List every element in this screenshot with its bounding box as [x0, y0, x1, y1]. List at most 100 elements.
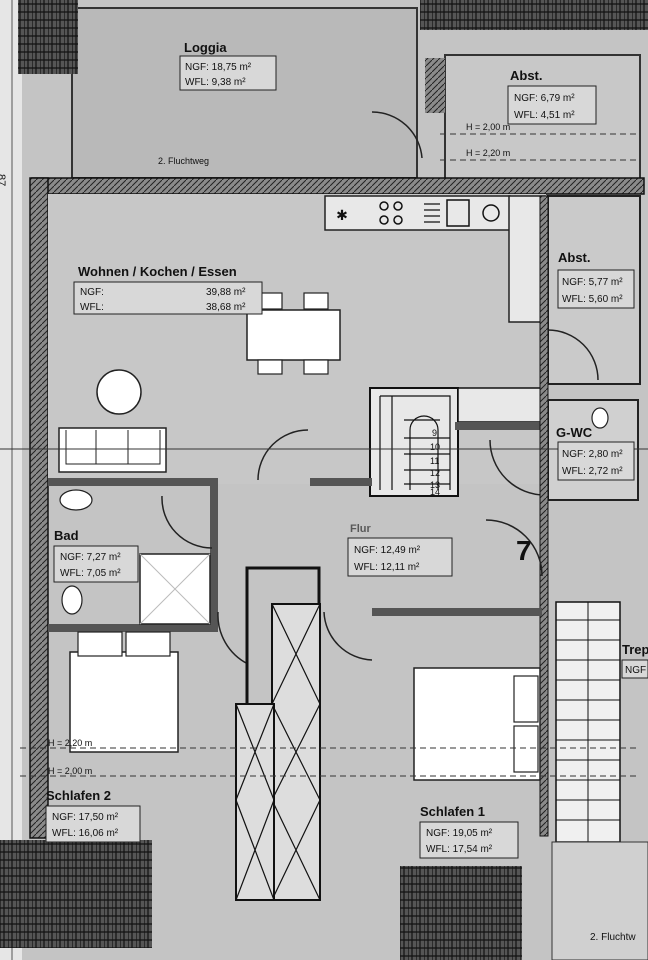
- shower-lines: [139, 553, 211, 625]
- pillow: [125, 631, 171, 657]
- door-arc: [161, 495, 213, 549]
- room-name-bad: Bad: [54, 528, 79, 543]
- flur-ngf: NGF: 12,49 m²: [354, 545, 421, 556]
- chair: [303, 292, 329, 310]
- fluchtweg-label-bottom: 2. Fluchtw: [590, 932, 636, 943]
- height-220-top: H = 2,20 m: [466, 148, 510, 158]
- shaft-cross: [235, 703, 275, 901]
- interior-wall: [372, 608, 542, 616]
- stair: [369, 387, 459, 497]
- washbasin-icon: [59, 489, 93, 511]
- bottom-right-area: [551, 841, 648, 960]
- gwc-wfl: WFL: 2,72 m²: [562, 466, 623, 477]
- unit-number: 7: [516, 535, 532, 566]
- area-box: [45, 805, 141, 843]
- room-name-abst-right: Abst.: [558, 250, 591, 265]
- room-name-abst-top: Abst.: [510, 68, 543, 83]
- door-arc: [371, 111, 423, 159]
- area-box: [419, 821, 519, 859]
- interior-wall: [48, 624, 218, 632]
- dining-table: [246, 309, 341, 361]
- loggia-area: [71, 7, 418, 179]
- area-box: [557, 269, 635, 309]
- hob-ring: [393, 215, 403, 225]
- toilet-icon: [61, 585, 83, 615]
- flur-wfl: WFL: 12,11 m²: [354, 562, 420, 573]
- interior-wall: [210, 486, 218, 632]
- bad-ngf: NGF: 7,27 m²: [60, 552, 121, 563]
- interior-wall: [310, 478, 372, 486]
- dimension-label: 87: [0, 174, 7, 186]
- wall-hatch: [425, 58, 445, 113]
- door-arc: [323, 611, 373, 661]
- height-200-top: H = 2,00 m: [466, 122, 510, 132]
- area-box: [507, 85, 597, 125]
- fluchtweg-label: 2. Fluchtweg: [158, 156, 209, 166]
- kitchen-counter: [324, 195, 511, 231]
- interior-wall: [48, 478, 218, 486]
- interior-wall: [539, 195, 549, 837]
- room-name-flur: Flur: [350, 523, 371, 535]
- room-name-loggia: Loggia: [184, 40, 227, 55]
- height-220-left: H = 2,20 m: [48, 738, 92, 748]
- area-box: [621, 659, 648, 679]
- loggia-wfl: WFL: 9,38 m²: [185, 77, 246, 88]
- wohnen-wfl-value: 38,68 m²: [206, 302, 246, 313]
- top-left-roof: [18, 0, 78, 74]
- stair-step-number: 13: [430, 480, 440, 490]
- stair-landing: [457, 387, 545, 423]
- height-200-left: H = 2,00 m: [48, 766, 92, 776]
- door-arc: [257, 429, 309, 481]
- area-box: [73, 281, 263, 315]
- outer-wall-top: [31, 177, 645, 195]
- room-name-schlafen2: Schlafen 2: [46, 788, 111, 803]
- chair: [303, 359, 329, 375]
- bottom-mid-roof: [400, 866, 522, 960]
- stair-curve: [409, 415, 439, 490]
- sink-icon: [446, 199, 470, 227]
- wohnen-wfl-label: WFL:: [80, 302, 104, 313]
- schlafen1-wfl: WFL: 17,54 m²: [426, 844, 493, 855]
- door-arc: [547, 329, 599, 381]
- stair-step-number: 12: [430, 468, 440, 478]
- room-name-wohnen: Wohnen / Kochen / Essen: [78, 264, 237, 279]
- pillow: [513, 675, 539, 723]
- right-stair-steps: [556, 602, 620, 842]
- kitchen-counter-side: [508, 195, 546, 323]
- schlafen2-ngf: NGF: 17,50 m²: [52, 812, 119, 823]
- treppe-ngf: NGF: [625, 665, 646, 676]
- pillow: [77, 631, 123, 657]
- stair-step-number: 9: [432, 428, 437, 438]
- stair-step-number: 11: [430, 456, 439, 466]
- bad-wfl: WFL: 7,05 m²: [60, 568, 121, 579]
- room-name-gwc: G-WC: [556, 425, 593, 440]
- round-table: [96, 369, 142, 415]
- chair: [257, 359, 283, 375]
- washer-icon: [482, 204, 500, 222]
- door-arc: [485, 519, 543, 577]
- wohnen-ngf-value: 39,88 m²: [206, 287, 246, 298]
- abst-top-ngf: NGF: 6,79 m²: [514, 93, 575, 104]
- shaft-cross-lines: [235, 703, 275, 901]
- pillow: [513, 725, 539, 773]
- left-margin: [0, 0, 22, 960]
- abst-right-wfl: WFL: 5,60 m²: [562, 294, 623, 305]
- hob-ring: [379, 201, 389, 211]
- wohnen-ngf-label: NGF:: [80, 287, 104, 298]
- hob-ring: [379, 215, 389, 225]
- gwc-ngf: NGF: 2,80 m²: [562, 449, 623, 460]
- area-box: [557, 441, 635, 481]
- loggia-ngf: NGF: 18,75 m²: [185, 62, 252, 73]
- room-name-schlafen1: Schlafen 1: [420, 804, 485, 819]
- drawer-lines: [424, 203, 440, 223]
- toilet-icon: [591, 407, 609, 429]
- stair-step-number: 10: [430, 442, 440, 452]
- area-box: [179, 55, 277, 91]
- cooktop-icon: ✱: [336, 207, 348, 223]
- stair-step-number: 14: [430, 487, 440, 497]
- hob-ring: [393, 201, 403, 211]
- area-box: [347, 537, 453, 577]
- outer-wall-left: [29, 177, 49, 839]
- door-arc: [217, 611, 249, 665]
